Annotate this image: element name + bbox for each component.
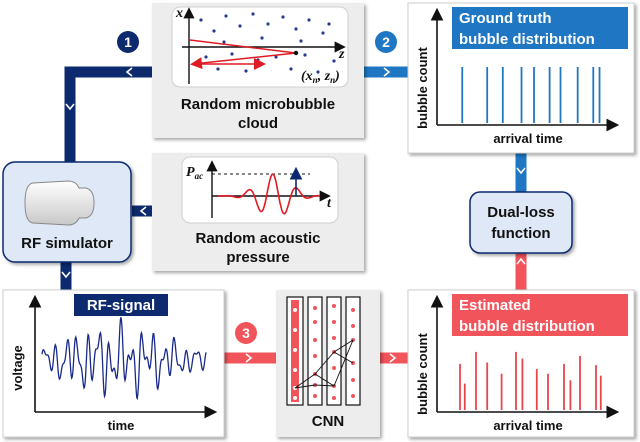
ground-truth-xlabel: arrival time (493, 131, 562, 146)
dual-loss-line1: Dual-loss (487, 204, 555, 221)
ground-truth-title-line2: bubble distribution (459, 31, 595, 48)
rf-simulator-label: RF simulator (21, 235, 113, 252)
cnn-neuron (293, 368, 297, 372)
cnn-neuron (332, 304, 336, 308)
estimated-ylabel: bubble count (415, 333, 430, 415)
step-badge-3: 3 (235, 322, 257, 344)
ground-truth-ylabel: bubble count (415, 47, 430, 129)
acoustic-pulse (218, 173, 320, 215)
acoustic-label-line1: Random acoustic (195, 230, 320, 247)
estimated-title-line1: Estimated (459, 297, 531, 314)
propagation-path (189, 39, 297, 70)
cnn-neuron (293, 396, 297, 400)
cnn-neuron (332, 366, 336, 370)
cnn-neuron (332, 336, 336, 340)
rf-waveform (41, 317, 207, 401)
acoustic-pressure-panel: Pac t Random acoustic pressure (152, 153, 364, 271)
cnn-neuron (293, 348, 297, 352)
rf-signal-title: RF-signal (87, 297, 155, 314)
microbubble-dots (199, 12, 336, 74)
rf-signal-panel: RF-signal voltage time (2, 289, 225, 438)
cnn-neuron (313, 338, 317, 342)
cnn-neuron (351, 308, 355, 312)
cnn-neuron (332, 320, 336, 324)
cloud-axis-z: z (338, 47, 345, 62)
cnn-neuron (313, 306, 317, 310)
cloud-label-line1: Random microbubble (181, 96, 335, 113)
acoustic-label-line2: pressure (226, 249, 289, 266)
svg-text:3: 3 (242, 325, 250, 341)
connector-cloud-to-simulator (64, 66, 152, 162)
cnn-label: CNN (312, 413, 345, 430)
rf-signal-ylabel: voltage (10, 345, 25, 391)
microbubble-cloud-panel: x z (xn, zn) Random microbubble cloud (152, 3, 364, 138)
ground-truth-impulses (461, 67, 601, 123)
estimated-xlabel: arrival time (493, 418, 562, 433)
cnn-panel: CNN (276, 290, 380, 437)
dual-loss-line2: function (491, 225, 550, 242)
acoustic-axis-t: t (327, 196, 332, 211)
acoustic-axis-p: Pac (186, 165, 203, 181)
ground-truth-panel: Ground truth bubble distribution bubble … (407, 2, 635, 154)
cnn-neuron (351, 324, 355, 328)
cnn-neuron (332, 396, 336, 400)
ground-truth-title-line1: Ground truth (459, 10, 551, 27)
cloud-label-line2: cloud (238, 115, 278, 132)
transducer-icon (24, 180, 95, 226)
flow-connectors (60, 66, 527, 364)
rf-simulator-panel: RF simulator (2, 161, 132, 263)
cnn-neuron (351, 394, 355, 398)
step-badge-1: 1 (117, 31, 139, 53)
rf-signal-xlabel: time (108, 418, 135, 433)
dual-loss-box: Dual-loss function (469, 191, 573, 254)
estimated-title-line2: bubble distribution (459, 318, 595, 335)
cnn-neuron (293, 328, 297, 332)
estimated-impulses (459, 351, 602, 410)
cloud-axis-x: x (175, 6, 183, 21)
selected-bubble (293, 50, 299, 56)
cnn-connections (294, 339, 354, 389)
svg-text:1: 1 (124, 34, 132, 50)
step-badge-2: 2 (375, 31, 397, 53)
cnn-neuron (313, 320, 317, 324)
bubble-coordinate: (xn, zn) (301, 69, 340, 85)
estimated-panel: Estimated bubble distribution bubble cou… (407, 289, 635, 438)
cnn-neuron (313, 394, 317, 398)
cnn-neuron (293, 308, 297, 312)
cnn-neuron (351, 378, 355, 382)
cnn-neuron (313, 354, 317, 358)
svg-text:2: 2 (382, 34, 390, 50)
